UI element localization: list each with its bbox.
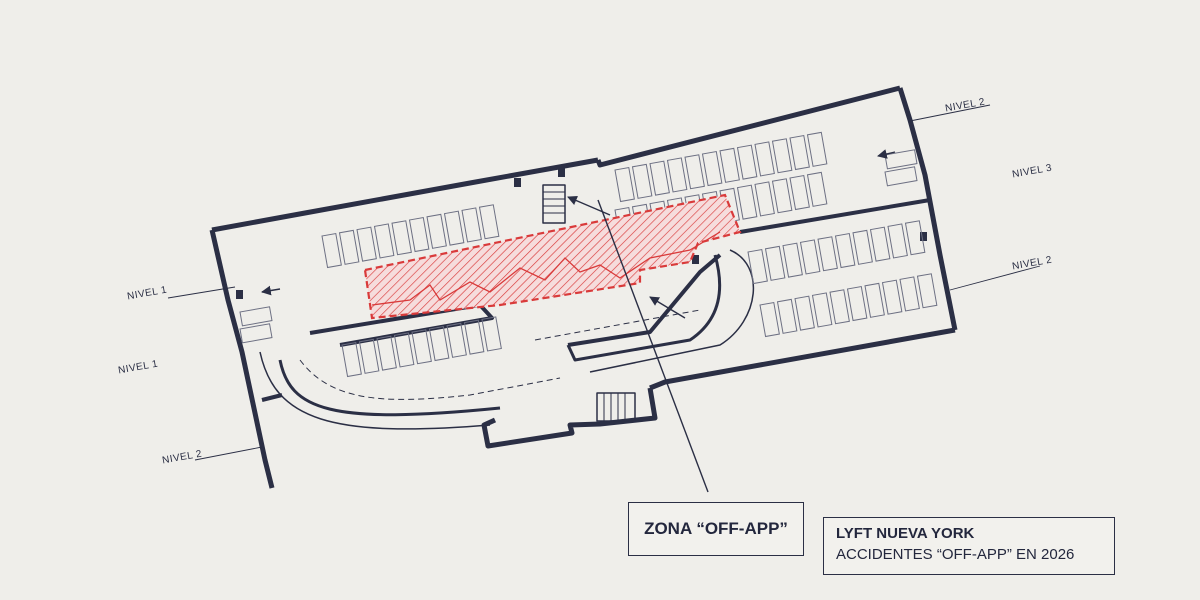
left-wing-wall xyxy=(211,157,599,233)
ramp-outer xyxy=(589,249,755,373)
right-end-wall xyxy=(897,87,958,331)
zone-callout-text: ZONA “OFF-APP” xyxy=(644,519,788,538)
right-top-wall xyxy=(595,85,901,168)
ramp-left xyxy=(278,359,501,417)
title-line-2: ACCIDENTES “OFF-APP” EN 2026 xyxy=(836,546,1075,563)
zone-callout-box: ZONA “OFF-APP” xyxy=(628,502,804,556)
ramp-left-outer xyxy=(259,351,491,430)
left-lower-wall xyxy=(261,393,283,402)
title-line-1: LYFT NUEVA YORK xyxy=(836,525,975,542)
stairs-icon xyxy=(542,184,636,422)
right-bottom-wall xyxy=(649,327,956,391)
inner-wall-mid xyxy=(567,253,722,347)
off-app-hazard-zone xyxy=(363,193,742,320)
left-outer-wall xyxy=(209,229,275,489)
ramp-inner xyxy=(566,254,722,362)
inner-wall-right xyxy=(739,198,931,234)
bottom-centre-wall xyxy=(481,387,658,449)
title-box: LYFT NUEVA YORK ACCIDENTES “OFF-APP” EN … xyxy=(823,517,1115,575)
